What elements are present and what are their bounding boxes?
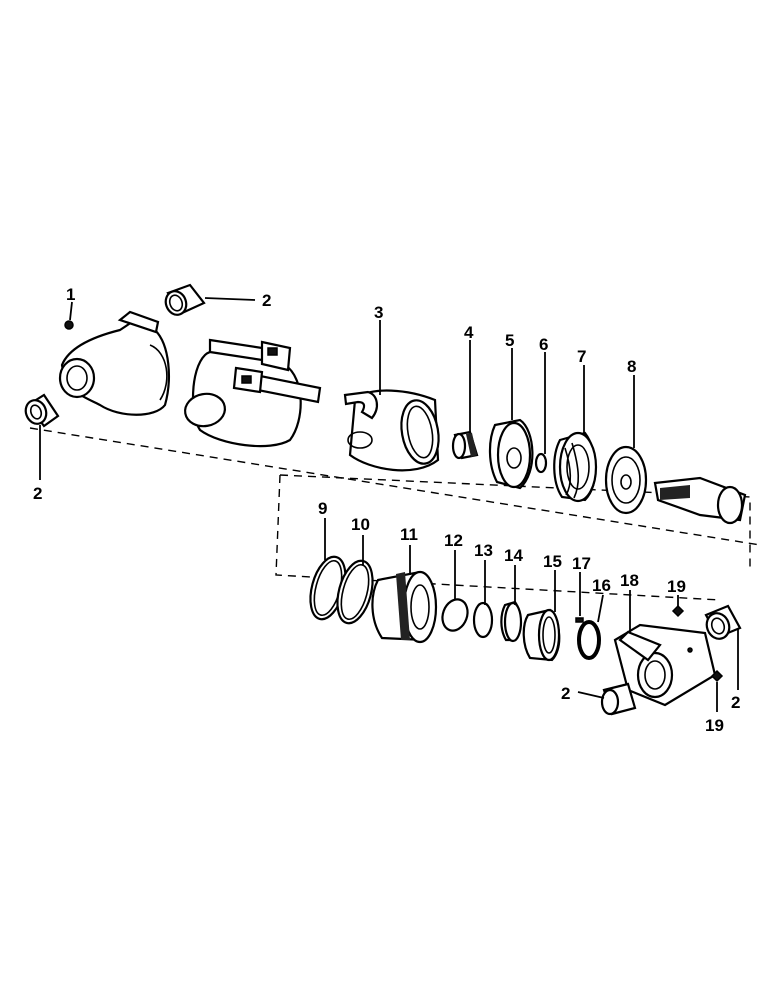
part-17-pin <box>575 617 584 623</box>
part-2-bushing-lower-right <box>704 604 742 640</box>
part-8-disc <box>604 445 648 515</box>
group-bracket <box>279 474 751 570</box>
group-bracket-left <box>275 474 721 601</box>
callout-19-top: 19 <box>667 577 686 596</box>
part-2-bushing-top <box>164 283 206 316</box>
part-6-o-ring <box>534 452 548 474</box>
callout-2-lower-right: 2 <box>731 693 740 712</box>
part-3-head <box>343 389 440 472</box>
callout-10: 10 <box>351 515 370 534</box>
callout-7: 7 <box>577 347 586 366</box>
part-12-backup-ring <box>441 598 469 632</box>
callout-1: 1 <box>66 285 75 304</box>
callout-13: 13 <box>474 541 493 560</box>
piston-rod <box>653 476 747 525</box>
part-11-gland <box>371 570 438 644</box>
callout-8: 8 <box>627 357 636 376</box>
callout-18: 18 <box>620 571 639 590</box>
leader-lines <box>39 297 739 712</box>
barrel-end-casting <box>58 310 170 416</box>
cylinder-tube <box>184 338 322 448</box>
center-axis-upper <box>29 427 761 546</box>
callout-11: 11 <box>400 525 418 544</box>
callout-9: 9 <box>318 499 327 518</box>
part-7-packing <box>553 431 598 503</box>
part-1-grease-fitting <box>64 320 74 330</box>
callout-12: 12 <box>444 531 463 550</box>
part-14-wiper <box>500 600 523 643</box>
callout-4: 4 <box>464 323 474 342</box>
part-19-grease-fitting-bottom <box>710 669 724 683</box>
callout-2-top: 2 <box>262 291 271 310</box>
part-19-grease-fitting-top <box>671 604 685 618</box>
callout-15: 15 <box>543 552 562 571</box>
callout-6: 6 <box>539 335 548 354</box>
callout-17: 17 <box>572 554 591 573</box>
callout-2-lower-left: 2 <box>561 684 570 703</box>
part-15-retainer <box>522 608 561 662</box>
callout-2-left: 2 <box>33 484 42 503</box>
callout-14: 14 <box>504 546 523 565</box>
callout-3: 3 <box>374 303 383 322</box>
part-4-bushing <box>451 430 479 460</box>
part-13-o-ring <box>472 601 494 639</box>
callout-5: 5 <box>505 331 514 350</box>
part-2-bushing-lower-left <box>600 682 637 716</box>
part-16-snap-ring <box>577 620 601 660</box>
callout-19-bottom: 19 <box>705 716 724 735</box>
part-5-piston-head <box>488 418 534 490</box>
part-2-bushing-left <box>24 393 60 428</box>
callout-16: 16 <box>592 576 611 595</box>
